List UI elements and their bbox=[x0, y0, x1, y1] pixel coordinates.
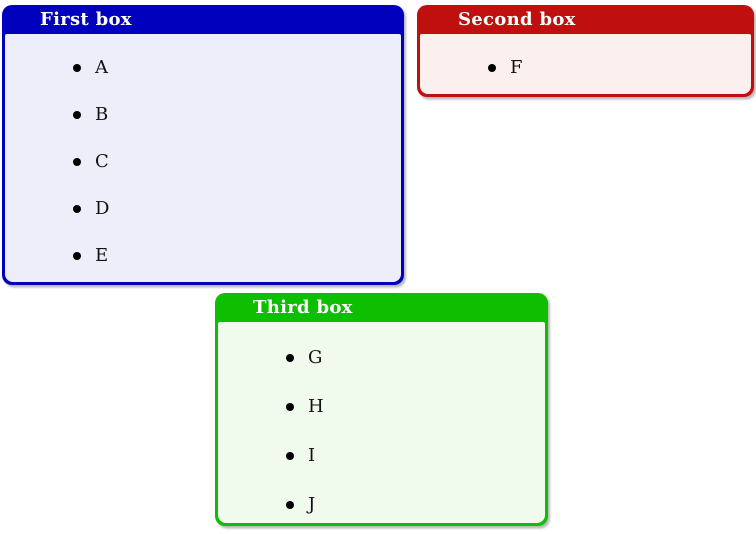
third-box-title: Third box bbox=[253, 297, 353, 318]
second-box-list: F bbox=[420, 34, 751, 78]
list-item-label: E bbox=[95, 245, 109, 266]
list-item-label: D bbox=[95, 198, 110, 219]
list-item: G bbox=[218, 347, 545, 368]
list-item-label: A bbox=[95, 57, 108, 78]
third-box-body: G H I J bbox=[218, 322, 545, 523]
first-box-list: A B C D E bbox=[5, 34, 401, 266]
bullet-icon bbox=[286, 403, 294, 411]
list-item-label: C bbox=[95, 151, 109, 172]
first-box-title: First box bbox=[40, 9, 132, 30]
third-box-list: G H I J bbox=[218, 322, 545, 515]
bullet-icon bbox=[286, 501, 294, 509]
bullet-icon bbox=[286, 452, 294, 460]
list-item-label: J bbox=[308, 494, 316, 515]
first-box-body: A B C D E bbox=[5, 34, 401, 282]
list-item: B bbox=[5, 104, 401, 125]
list-item: A bbox=[5, 57, 401, 78]
list-item: E bbox=[5, 245, 401, 266]
list-item: D bbox=[5, 198, 401, 219]
list-item-label: F bbox=[510, 57, 523, 78]
second-box-body: F bbox=[420, 34, 751, 94]
list-item: I bbox=[218, 445, 545, 466]
list-item: J bbox=[218, 494, 545, 515]
list-item: C bbox=[5, 151, 401, 172]
second-box-title: Second box bbox=[458, 9, 576, 30]
first-box: First box A B C D E bbox=[2, 5, 404, 285]
second-box: Second box F bbox=[417, 5, 754, 97]
bullet-icon bbox=[286, 354, 294, 362]
bullet-icon bbox=[73, 252, 81, 260]
bullet-icon bbox=[73, 205, 81, 213]
bullet-icon bbox=[488, 64, 496, 72]
list-item-label: I bbox=[308, 445, 316, 466]
list-item-label: G bbox=[308, 347, 323, 368]
third-box: Third box G H I J bbox=[215, 293, 548, 526]
list-item: H bbox=[218, 396, 545, 417]
bullet-icon bbox=[73, 111, 81, 119]
list-item-label: H bbox=[308, 396, 324, 417]
list-item: F bbox=[420, 57, 751, 78]
bullet-icon bbox=[73, 64, 81, 72]
list-item-label: B bbox=[95, 104, 109, 125]
bullet-icon bbox=[73, 158, 81, 166]
